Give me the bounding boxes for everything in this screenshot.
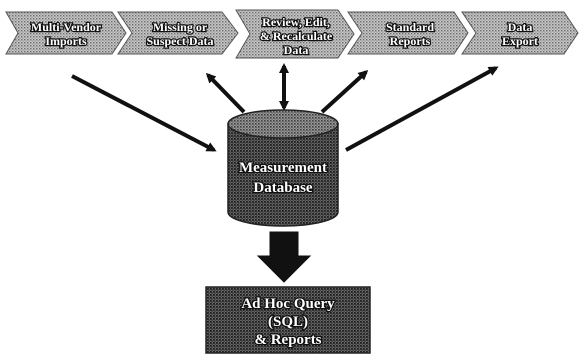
adhoc-line-3: & Reports [254,332,321,348]
arrow-database-to-missing-data [205,72,246,114]
step-3-line-3: Data [284,43,309,57]
step-5-line-1: Data [508,20,533,34]
step-3-line-2: & Recalculate [260,29,333,43]
step-1-line-1: Multi-Vendor [31,20,102,34]
svg-text:& Recalculate: & Recalculate [260,29,333,43]
adhoc-query-box: Ad Hoc Query (SQL) & Reports [205,286,371,354]
svg-text:(SQL): (SQL) [268,314,308,330]
step-1-line-2: Imports [45,34,87,48]
svg-text:Missing or: Missing or [153,20,208,34]
svg-text:Ad Hoc Query: Ad Hoc Query [241,296,335,312]
adhoc-line-2: (SQL) [268,314,308,330]
svg-text:& Reports: & Reports [254,332,321,348]
database-line-1: Measurement [239,160,327,176]
svg-text:Imports: Imports [45,34,87,48]
svg-text:Suspect Data: Suspect Data [146,34,213,48]
step-5-line-2: Export [502,34,538,48]
arrow-imports-to-database [71,74,217,152]
svg-text:Export: Export [502,34,538,48]
connector-arrows [71,63,499,152]
database-line-2: Database [253,180,313,196]
down-arrow-to-adhoc [256,231,312,283]
svg-text:Measurement: Measurement [239,160,327,176]
svg-text:Data: Data [284,43,309,57]
svg-text:Database: Database [253,180,313,196]
svg-text:Reports: Reports [390,34,431,48]
chevron-step-standard-reports: Standard Reports [347,11,469,55]
adhoc-line-1: Ad Hoc Query [241,296,335,312]
measurement-database-cylinder: Measurement Database [227,109,339,227]
svg-text:Data: Data [508,20,533,34]
chevron-step-data-export: Data Export [461,11,579,55]
svg-text:Review, Edit,: Review, Edit, [262,15,330,29]
arrow-database-to-data-export [345,66,499,152]
svg-text:Multi-Vendor: Multi-Vendor [31,20,102,34]
svg-text:Standard: Standard [386,20,434,34]
step-4-line-2: Reports [390,34,431,48]
step-2-line-2: Suspect Data [146,34,213,48]
step-3-line-1: Review, Edit, [262,15,330,29]
chevron-step-review-edit-recalculate: Review, Edit, & Recalculate Data [235,9,355,59]
chevron-step-multi-vendor-imports: Multi-Vendor Imports [5,11,127,55]
chevron-step-missing-or-suspect-data: Missing or Suspect Data [117,11,239,55]
step-4-line-1: Standard [386,20,434,34]
arrow-database-to-standard-reports [320,69,369,114]
step-2-line-1: Missing or [153,20,208,34]
